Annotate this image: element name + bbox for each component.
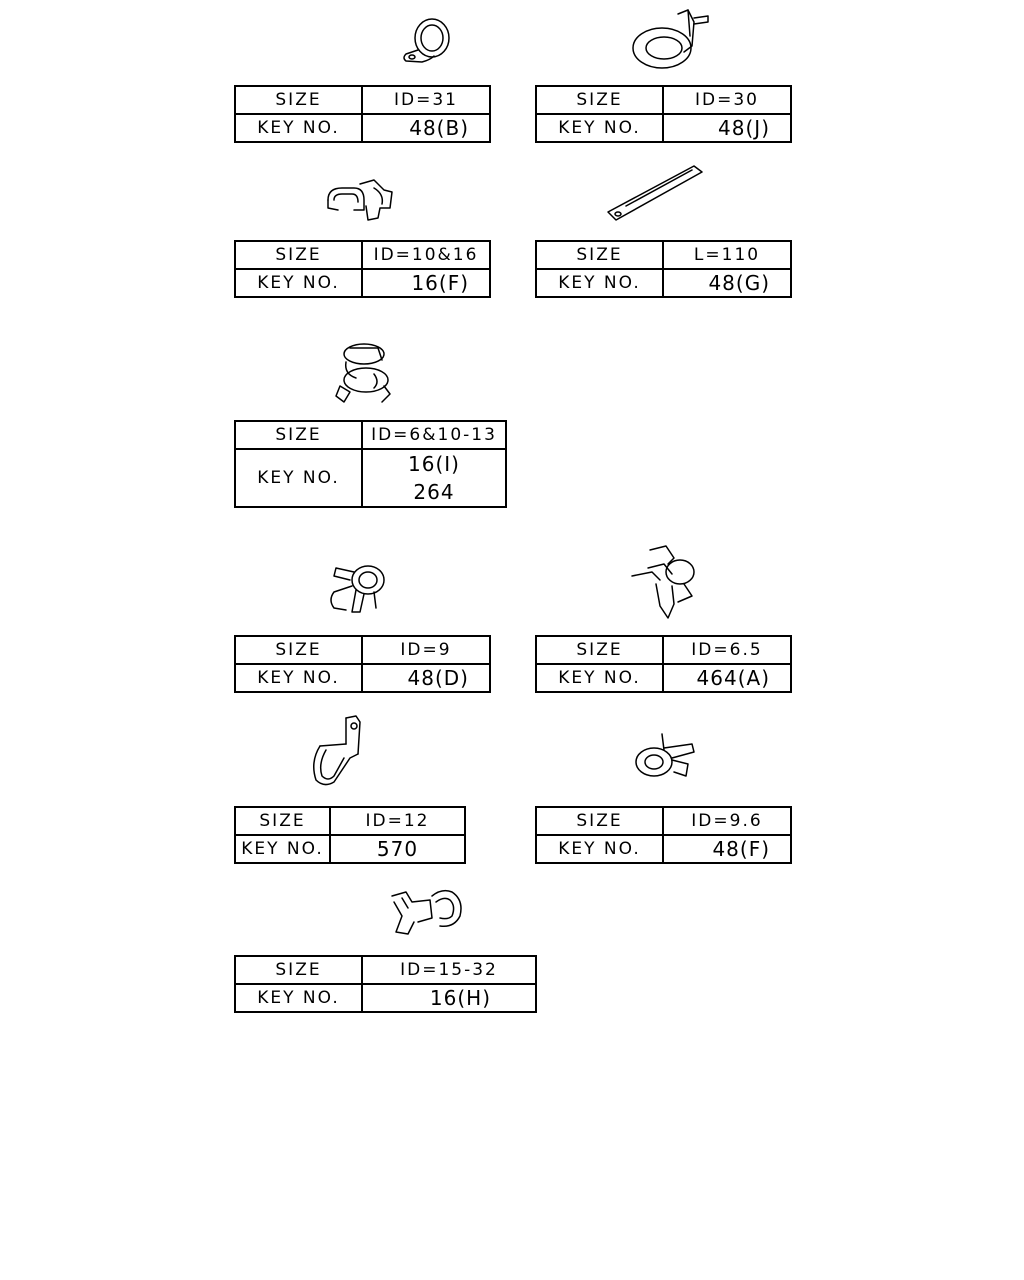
- key-value-stack: 16(I) 264: [361, 448, 507, 508]
- size-label: SIZE: [234, 85, 363, 115]
- key-label: KEY NO.: [234, 834, 331, 864]
- key-value: 48(J): [662, 113, 792, 143]
- key-label: KEY NO.: [234, 663, 363, 693]
- loop-clip-icon: [628, 6, 714, 72]
- key-label: KEY NO.: [535, 113, 664, 143]
- size-value: ID=6.5: [662, 635, 792, 665]
- key-value: 48(D): [361, 663, 491, 693]
- c-clip-icon: [388, 886, 468, 938]
- key-label: KEY NO.: [535, 834, 664, 864]
- key-label: KEY NO.: [234, 113, 363, 143]
- key-value-line-2: 264: [413, 480, 455, 504]
- key-label: KEY NO.: [234, 268, 363, 298]
- size-label: SIZE: [234, 806, 331, 836]
- size-label: SIZE: [535, 240, 664, 270]
- push-mount-clip-icon: [630, 544, 702, 622]
- key-value: 48(G): [662, 268, 792, 298]
- size-label: SIZE: [234, 635, 363, 665]
- key-value: 464(A): [662, 663, 792, 693]
- strap-band-icon: [604, 162, 706, 224]
- hose-clip-icon: [326, 560, 388, 616]
- size-value: L=110: [662, 240, 792, 270]
- size-value: ID=15-32: [361, 955, 537, 985]
- size-label: SIZE: [535, 806, 664, 836]
- small-clip-icon: [632, 730, 698, 782]
- p-clamp-icon: [400, 14, 456, 66]
- size-value: ID=9: [361, 635, 491, 665]
- size-value: ID=12: [329, 806, 466, 836]
- key-label: KEY NO.: [234, 448, 363, 508]
- key-label: KEY NO.: [535, 268, 664, 298]
- size-label: SIZE: [535, 85, 664, 115]
- size-value: ID=9.6: [662, 806, 792, 836]
- size-value: ID=10&16: [361, 240, 491, 270]
- size-label: SIZE: [234, 955, 363, 985]
- size-label: SIZE: [234, 240, 363, 270]
- key-value: 16(H): [361, 983, 537, 1013]
- key-label: KEY NO.: [535, 663, 664, 693]
- key-value: 570: [329, 834, 466, 864]
- key-value-line-1: 16(I): [408, 452, 460, 476]
- key-value: 16(F): [361, 268, 491, 298]
- stacked-clip-icon: [334, 340, 396, 406]
- size-label: SIZE: [234, 420, 363, 450]
- size-value: ID=31: [361, 85, 491, 115]
- key-label: KEY NO.: [234, 983, 363, 1013]
- size-value: ID=30: [662, 85, 792, 115]
- size-value: ID=6&10-13: [361, 420, 507, 450]
- double-clip-icon: [324, 178, 396, 224]
- tab-clamp-icon: [306, 714, 366, 790]
- key-value: 48(F): [662, 834, 792, 864]
- key-value: 48(B): [361, 113, 491, 143]
- size-label: SIZE: [535, 635, 664, 665]
